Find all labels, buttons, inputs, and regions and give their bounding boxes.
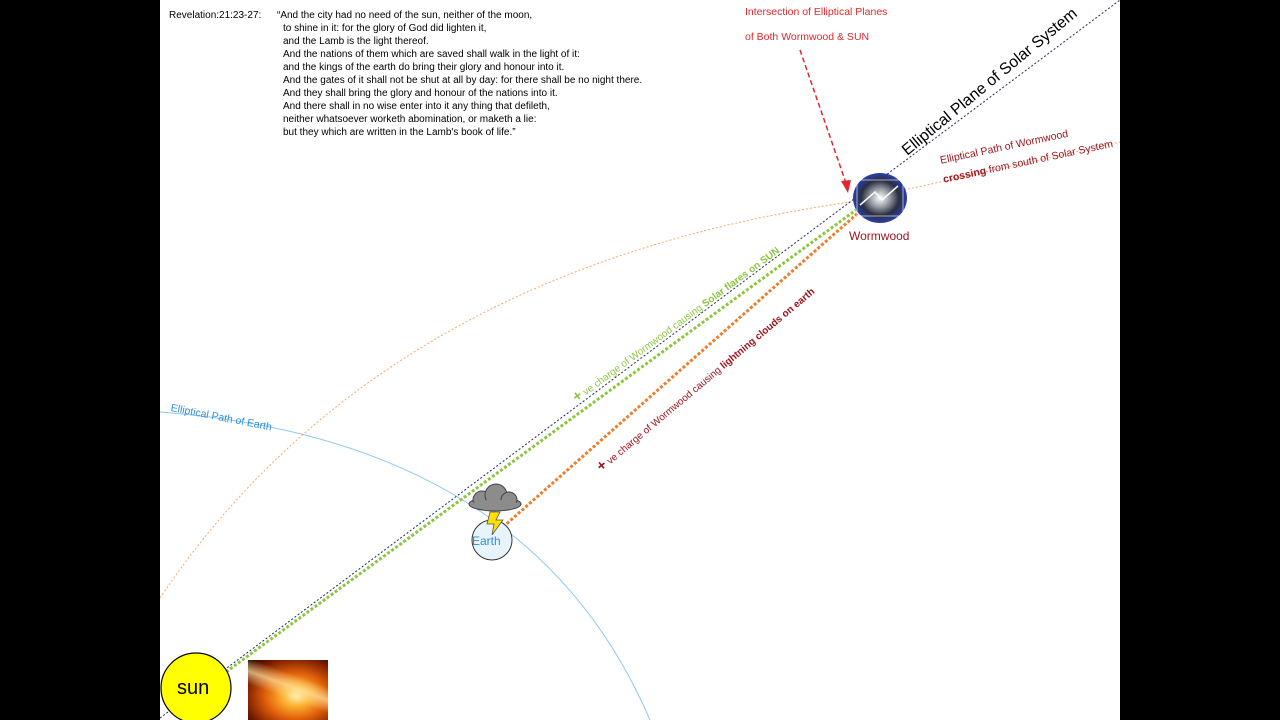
verse-line: And they shall bring the glory and honou… (283, 88, 558, 99)
slide: Revelation:21:23-27: “And the city had n… (160, 0, 1120, 720)
wormwood-planet (853, 173, 907, 223)
intersection-arrow-head (841, 180, 851, 193)
verse-reference: Revelation:21:23-27: (169, 10, 262, 21)
verse-line: neither whatsoever worketh abomination, … (283, 114, 537, 125)
verse-line: And there shall in no wise enter into it… (283, 101, 550, 112)
positive-charge-beam (225, 208, 857, 674)
negative-charge-beam (502, 211, 859, 529)
intersection-note-line1: Intersection of Elliptical Planes (745, 6, 888, 18)
solar-flare-image (248, 660, 328, 720)
verse-line: And the nations of them which are saved … (283, 49, 580, 60)
earth-label: Earth (472, 534, 501, 548)
sun-label: sun (177, 677, 210, 699)
verse-line: to shine in it: for the glory of God did… (283, 23, 487, 34)
verse-line: and the Lamb is the light thereof. (283, 36, 429, 47)
verse-line: And the gates of it shall not be shut at… (283, 75, 643, 86)
wormwood-label: Wormwood (849, 229, 910, 243)
verse-line: but they which are written in the Lamb's… (283, 127, 516, 138)
orbit-diagram (160, 0, 1120, 720)
verse-line: “And the city had no need of the sun, ne… (277, 10, 533, 21)
verse-text: “And the city had no need of the sun, ne… (277, 9, 642, 139)
intersection-note-line2: of Both Wormwood & SUN (745, 31, 870, 43)
flare-streak (248, 660, 328, 720)
intersection-arrow (799, 49, 847, 184)
wormwood-orbit-path (160, 141, 1120, 599)
earth-orbit-path (160, 411, 651, 720)
lightning-bolt-icon (486, 511, 504, 536)
storm-cloud-icon (468, 483, 522, 512)
sun-body (160, 652, 232, 720)
verse-line: and the kings of the earth do bring thei… (283, 62, 565, 73)
